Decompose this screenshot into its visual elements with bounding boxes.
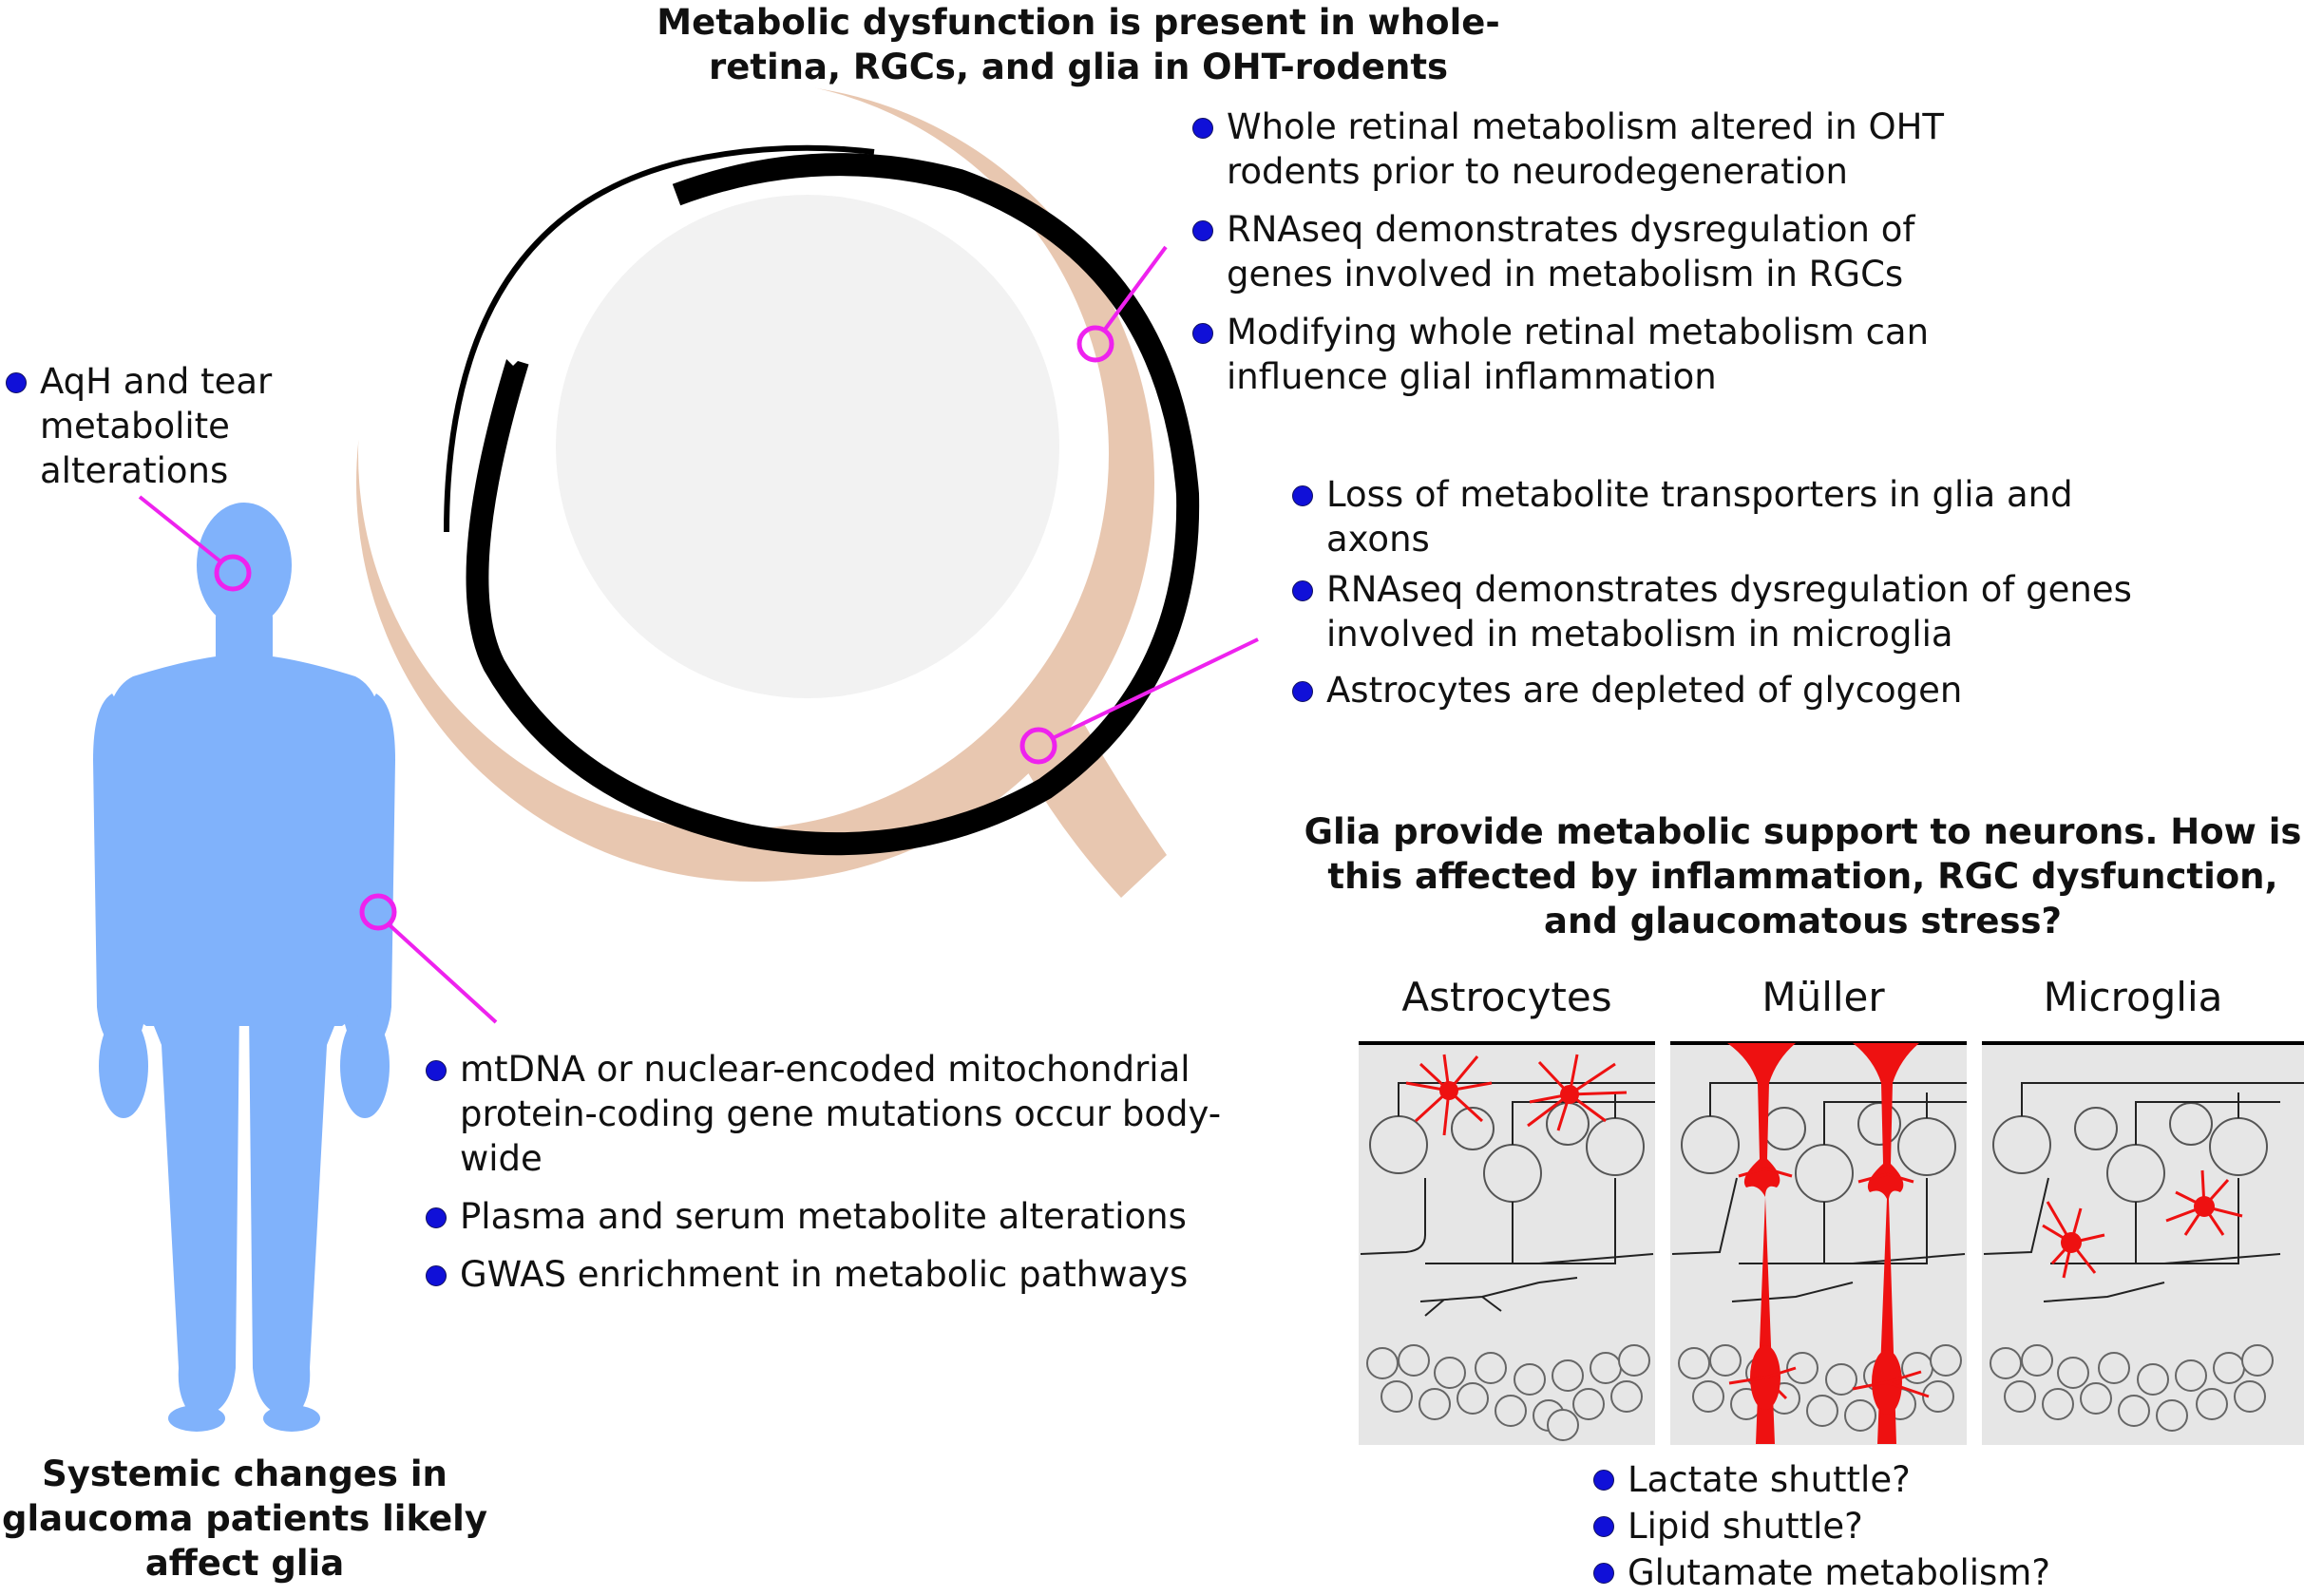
head-point-list: AqH and tear metabolite alterations	[6, 359, 281, 493]
body-points-list: mtDNA or nuclear-encoded mitochondrial p…	[426, 1047, 1243, 1297]
list-item: Modifying whole retinal metabolism can i…	[1192, 310, 2009, 399]
muller-panel	[1670, 1041, 1967, 1445]
optic-nerve-callout	[1019, 637, 1259, 765]
optic-nerve-points-list: Loss of metabolite transporters in glia …	[1292, 472, 2195, 712]
head-callout	[138, 495, 252, 592]
bullet-icon	[1192, 323, 1213, 344]
bullet-icon	[1192, 118, 1213, 139]
list-item: RNAseq demonstrates dysregulation of gen…	[1292, 567, 2143, 656]
bullet-icon	[1292, 485, 1313, 506]
bullet-icon	[1593, 1516, 1614, 1537]
list-item: RNAseq demonstrates dysregulation of gen…	[1192, 207, 2009, 296]
panel-label-muller: Müller	[1761, 974, 1885, 1020]
microglia-panel	[1982, 1041, 2304, 1445]
patient-caption: Systemic changes in glaucoma patients li…	[2, 1454, 487, 1584]
eye-section-title: Metabolic dysfunction is present in whol…	[657, 2, 1500, 87]
bullet-icon	[6, 372, 27, 393]
retina-points-list: Whole retinal metabolism altered in OHT …	[1192, 104, 2009, 399]
bullet-icon	[426, 1207, 447, 1228]
glia-question: Glia provide metabolic support to neuron…	[1304, 811, 2302, 941]
bullet-icon	[1593, 1470, 1614, 1491]
panel-label-microglia: Microglia	[2043, 974, 2223, 1020]
list-item: Plasma and serum metabolite alterations	[426, 1194, 1243, 1239]
bullet-icon	[1292, 580, 1313, 601]
retina-callout	[1076, 245, 1168, 363]
list-item: Glutamate metabolism?	[1593, 1549, 2258, 1596]
list-item: GWAS enrichment in metabolic pathways	[426, 1252, 1243, 1297]
list-item: Whole retinal metabolism altered in OHT …	[1192, 104, 2009, 194]
bullet-icon	[1192, 220, 1213, 241]
list-item: Lipid shuttle?	[1593, 1503, 2258, 1549]
bullet-icon	[1593, 1563, 1614, 1584]
panel-label-astrocytes: Astrocytes	[1401, 974, 1612, 1020]
bullet-icon	[426, 1265, 447, 1286]
astrocytes-panel	[1359, 1041, 1655, 1445]
arm-callout	[359, 893, 498, 1024]
list-item: Loss of metabolite transporters in glia …	[1292, 472, 2086, 561]
shuttle-list: Lactate shuttle? Lipid shuttle? Glutamat…	[1593, 1456, 2258, 1596]
bullet-icon	[426, 1060, 447, 1081]
list-item: AqH and tear metabolite alterations	[6, 359, 281, 493]
human-body-icon	[93, 503, 395, 1432]
list-item: Astrocytes are depleted of glycogen	[1292, 668, 2195, 712]
bullet-icon	[1292, 681, 1313, 702]
list-item: Lactate shuttle?	[1593, 1456, 2258, 1503]
eye-illustration	[356, 79, 1200, 898]
list-item: mtDNA or nuclear-encoded mitochondrial p…	[426, 1047, 1243, 1181]
